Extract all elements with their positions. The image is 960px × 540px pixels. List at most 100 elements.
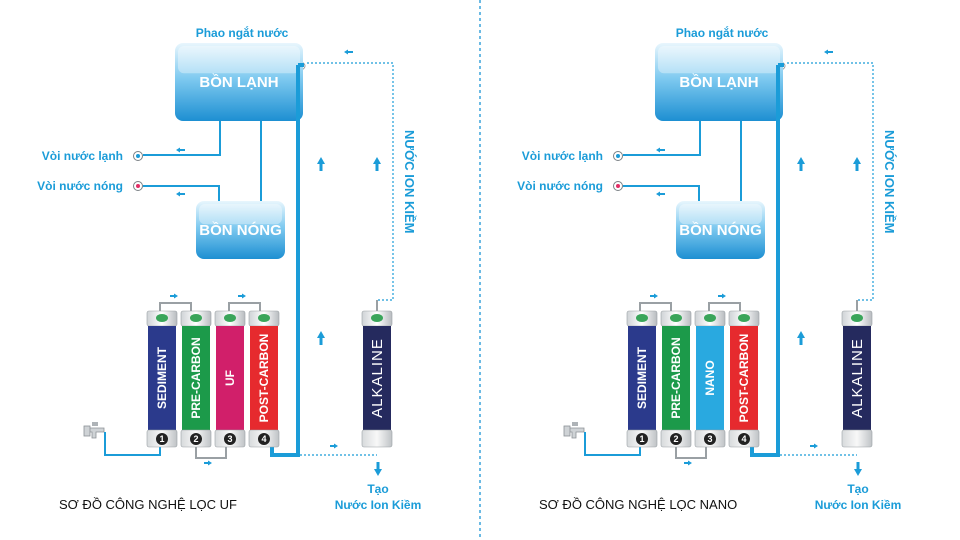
cold-tank bbox=[175, 43, 303, 121]
pipe-hot-tap bbox=[143, 185, 220, 201]
connector-1-2 bbox=[159, 302, 192, 311]
pipe-inlet bbox=[104, 432, 161, 456]
hot-tap-label: Vòi nước nóng bbox=[37, 179, 123, 193]
flow-arrow-shaft bbox=[856, 462, 860, 469]
flow-arrow-small-icon bbox=[344, 49, 348, 55]
flow-arrow-small-icon bbox=[654, 293, 658, 299]
inlet-faucet-handle bbox=[92, 422, 98, 426]
alkaline-body bbox=[363, 326, 391, 430]
filter-body bbox=[182, 326, 210, 430]
inlet-faucet-body bbox=[563, 425, 571, 437]
filter-number-badge bbox=[670, 433, 682, 445]
flow-arrow-shaft bbox=[319, 338, 323, 345]
filter-number: 2 bbox=[193, 434, 198, 444]
flow-arrow-up-icon bbox=[797, 157, 805, 164]
filter-label: POST-CARBON bbox=[737, 334, 751, 423]
hot-tank-label: BỒN NÓNG bbox=[679, 221, 762, 239]
flow-arrow-shaft bbox=[799, 164, 803, 171]
flow-arrow-small-icon bbox=[656, 147, 660, 153]
connector-2-3 bbox=[675, 447, 707, 459]
filter-body bbox=[696, 326, 724, 430]
cold-tank bbox=[655, 43, 783, 121]
inlet-faucet-icon bbox=[87, 427, 105, 439]
leaf-logo-icon bbox=[704, 314, 716, 322]
hot-tank bbox=[676, 201, 765, 259]
filter-number: 1 bbox=[159, 434, 164, 444]
flow-arrow-small-icon bbox=[688, 460, 692, 466]
flow-arrow-small-shaft bbox=[238, 295, 243, 297]
leaf-logo-icon bbox=[224, 314, 236, 322]
cold-tank-label: BỒN LẠNH bbox=[199, 73, 278, 91]
flow-arrow-small-icon bbox=[208, 460, 212, 466]
flow-arrow-small-icon bbox=[242, 293, 246, 299]
diagram-title: SƠ ĐỒ CÔNG NGHỆ LỌC NANO bbox=[539, 497, 737, 512]
leaf-logo-icon bbox=[851, 314, 863, 322]
filter-body bbox=[216, 326, 244, 430]
flow-arrow-small-icon bbox=[656, 191, 660, 197]
connector-2-3 bbox=[195, 447, 227, 459]
cold-tap-dot bbox=[136, 154, 140, 158]
flow-arrow-small-shaft bbox=[650, 295, 655, 297]
inlet-faucet-handle bbox=[572, 422, 578, 426]
flow-arrow-shaft bbox=[376, 462, 380, 469]
filter-body bbox=[628, 326, 656, 430]
hot-tank-highlight bbox=[679, 204, 762, 225]
hot-tap-dot bbox=[136, 184, 140, 188]
filter-number: 2 bbox=[673, 434, 678, 444]
leaf-logo-icon bbox=[636, 314, 648, 322]
flow-arrow-shaft bbox=[319, 164, 323, 171]
pipe-cold-tap bbox=[143, 121, 221, 156]
filter-label: UF bbox=[223, 370, 237, 386]
flow-arrow-shaft bbox=[855, 164, 859, 171]
filter-label: PRE-CARBON bbox=[189, 337, 203, 418]
pipe-inlet bbox=[584, 432, 641, 456]
flow-arrow-up-icon bbox=[853, 157, 861, 164]
flow-arrow-up-icon bbox=[317, 331, 325, 338]
hot-tank-label: BỒN NÓNG bbox=[199, 221, 282, 239]
inlet-faucet-icon bbox=[567, 427, 585, 439]
flow-arrow-small-shaft bbox=[718, 295, 723, 297]
filter-number-badge bbox=[224, 433, 236, 445]
cold-tap-label: Vòi nước lạnh bbox=[42, 149, 123, 163]
alkaline-label: ALKALINE bbox=[369, 338, 386, 418]
leaf-logo-icon bbox=[738, 314, 750, 322]
connector-3-4 bbox=[228, 302, 261, 311]
flow-arrow-small-icon bbox=[176, 147, 180, 153]
pipe-ion-dotted bbox=[785, 62, 874, 301]
cold-tank-highlight bbox=[658, 46, 780, 74]
filter-number: 4 bbox=[261, 434, 266, 444]
flow-arrow-small-shaft bbox=[180, 149, 185, 151]
flow-arrow-small-icon bbox=[174, 293, 178, 299]
flow-arrow-small-shaft bbox=[684, 462, 689, 464]
flow-arrow-up-icon bbox=[317, 157, 325, 164]
flow-arrow-small-shaft bbox=[660, 193, 665, 195]
filter-body bbox=[662, 326, 690, 430]
hot-tap-dot bbox=[616, 184, 620, 188]
filter-label: PRE-CARBON bbox=[669, 337, 683, 418]
hot-tank-highlight bbox=[199, 204, 282, 225]
pipe-main-up bbox=[750, 65, 780, 457]
diagram-title: SƠ ĐỒ CÔNG NGHỆ LỌC UF bbox=[59, 497, 237, 512]
flow-arrow-shaft bbox=[375, 164, 379, 171]
flow-arrow-up-icon bbox=[373, 157, 381, 164]
leaf-logo-icon bbox=[670, 314, 682, 322]
pipe-hot-tap bbox=[623, 185, 700, 201]
leaf-logo-icon bbox=[371, 314, 383, 322]
cold-tap-label: Vòi nước lạnh bbox=[522, 149, 603, 163]
flow-arrow-small-icon bbox=[722, 293, 726, 299]
filter-label: SEDIMENT bbox=[155, 346, 169, 409]
float-valve-label: Phao ngắt nước bbox=[676, 25, 769, 40]
flow-arrow-small-icon bbox=[334, 443, 338, 449]
filter-label: NANO bbox=[703, 360, 717, 395]
output-label-1: Tạo bbox=[847, 482, 868, 496]
flow-arrow-small-shaft bbox=[660, 149, 665, 151]
alkaline-body bbox=[843, 326, 871, 430]
filter-number: 4 bbox=[741, 434, 746, 444]
pipe-ion-dotted bbox=[305, 62, 394, 301]
flow-arrow-shaft bbox=[799, 338, 803, 345]
flow-arrow-small-shaft bbox=[810, 445, 815, 447]
filter-number: 3 bbox=[707, 434, 712, 444]
hot-tap-label: Vòi nước nóng bbox=[517, 179, 603, 193]
output-label-1: Tạo bbox=[367, 482, 388, 496]
filter-body bbox=[148, 326, 176, 430]
